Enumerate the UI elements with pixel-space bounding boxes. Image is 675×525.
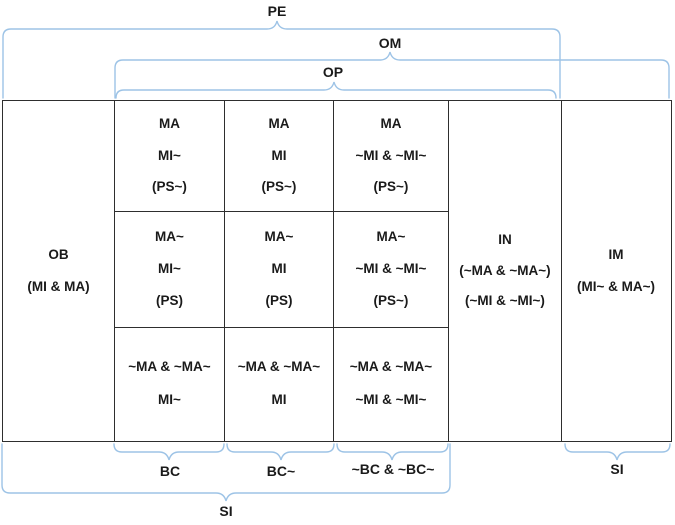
cell-line: MI <box>271 147 287 163</box>
column-not-bc: MA ~MI & ~MI~ (PS~) MA~ ~MI & ~MI~ (PS~)… <box>334 101 449 441</box>
cell-line: (PS~) <box>261 179 297 195</box>
cell-line: MA <box>268 115 290 131</box>
brace-label-si-right: SI <box>610 461 624 477</box>
brace-label-op: OP <box>322 64 344 80</box>
cell-in: IN (~MA & ~MA~) (~MI & ~MI~) <box>449 101 561 441</box>
cell-line: MA <box>380 115 402 131</box>
cell-line: MI~ <box>158 261 181 277</box>
cell-line: (MI & MA) <box>27 278 90 294</box>
brace-bc-tilde <box>226 443 335 461</box>
cell-line: (~MI & ~MI~) <box>465 293 545 309</box>
cell-r2c1: ~MA & ~MA~ MI <box>225 328 333 440</box>
cell-line: (PS) <box>156 292 183 308</box>
brace-label-pe: PE <box>267 3 287 19</box>
cell-r2c2: ~MA & ~MA~ ~MI & ~MI~ <box>334 328 448 440</box>
cell-line: ~MA & ~MA~ <box>349 359 433 375</box>
column-in: IN (~MA & ~MA~) (~MI & ~MI~) <box>449 101 562 441</box>
cell-line: (PS~) <box>152 179 187 195</box>
cell-line: ~MI & ~MI~ <box>355 147 427 163</box>
column-bc: MA MI~ (PS~) MA~ MI~ (PS) ~MA & ~MA~ MI~ <box>115 101 225 441</box>
cell-line: MI <box>271 392 287 407</box>
cell-line: ~MA & ~MA~ <box>128 359 211 375</box>
cell-line: MI~ <box>158 392 181 407</box>
cell-r0c2: MA ~MI & ~MI~ (PS~) <box>334 101 448 212</box>
cell-line: OB <box>48 246 69 262</box>
cell-line: IM <box>608 246 624 262</box>
brace-op <box>115 81 557 99</box>
cell-ob: OB (MI & MA) <box>3 101 114 441</box>
cell-line: ~MI & ~MI~ <box>355 392 427 407</box>
cell-line: MI <box>271 261 287 277</box>
cell-r0c1: MA MI (PS~) <box>225 101 333 212</box>
cell-line: (PS) <box>265 292 293 308</box>
column-ob: OB (MI & MA) <box>3 101 115 441</box>
cell-line: MA~ <box>376 229 406 245</box>
cell-line: IN <box>498 231 512 247</box>
cell-r2c0: ~MA & ~MA~ MI~ <box>115 328 224 440</box>
brace-label-not-bc: ~BC & ~BC~ <box>351 461 435 477</box>
cell-line: ~MI & ~MI~ <box>355 261 427 277</box>
brace-label-si-bottom: SI <box>219 503 233 519</box>
brace-si-right <box>564 443 671 461</box>
cell-r1c1: MA~ MI (PS) <box>225 212 333 328</box>
cell-line: ~MA & ~MA~ <box>237 359 321 375</box>
brace-om <box>114 51 670 99</box>
column-im: IM (MI~ & MA~) <box>562 101 670 441</box>
cell-line: (MI~ & MA~) <box>576 278 655 294</box>
cell-line: (~MA & ~MA~) <box>459 262 551 278</box>
cell-im: IM (MI~ & MA~) <box>562 101 670 441</box>
cell-line: (PS~) <box>373 292 409 308</box>
cell-r1c0: MA~ MI~ (PS) <box>115 212 224 328</box>
brace-si-bottom <box>1 443 451 502</box>
cell-line: (PS~) <box>373 179 409 195</box>
cell-line: MA~ <box>264 229 294 245</box>
cell-line: MA~ <box>155 229 184 245</box>
cell-r0c0: MA MI~ (PS~) <box>115 101 224 212</box>
brace-bc <box>113 443 225 461</box>
cell-line: MA <box>159 115 180 131</box>
cell-r1c2: MA~ ~MI & ~MI~ (PS~) <box>334 212 448 328</box>
cell-line: MI~ <box>158 147 181 163</box>
brace-pe <box>2 20 561 99</box>
brace-label-bc: BC <box>159 463 181 479</box>
brace-label-om: OM <box>378 35 402 51</box>
column-bc-tilde: MA MI (PS~) MA~ MI (PS) ~MA & ~MA~ MI <box>225 101 334 441</box>
brace-label-bc-tilde: BC~ <box>266 463 296 479</box>
partition-table: OB (MI & MA) MA MI~ (PS~) MA~ MI~ (PS) ~… <box>2 100 672 442</box>
brace-not-bc <box>336 443 449 461</box>
